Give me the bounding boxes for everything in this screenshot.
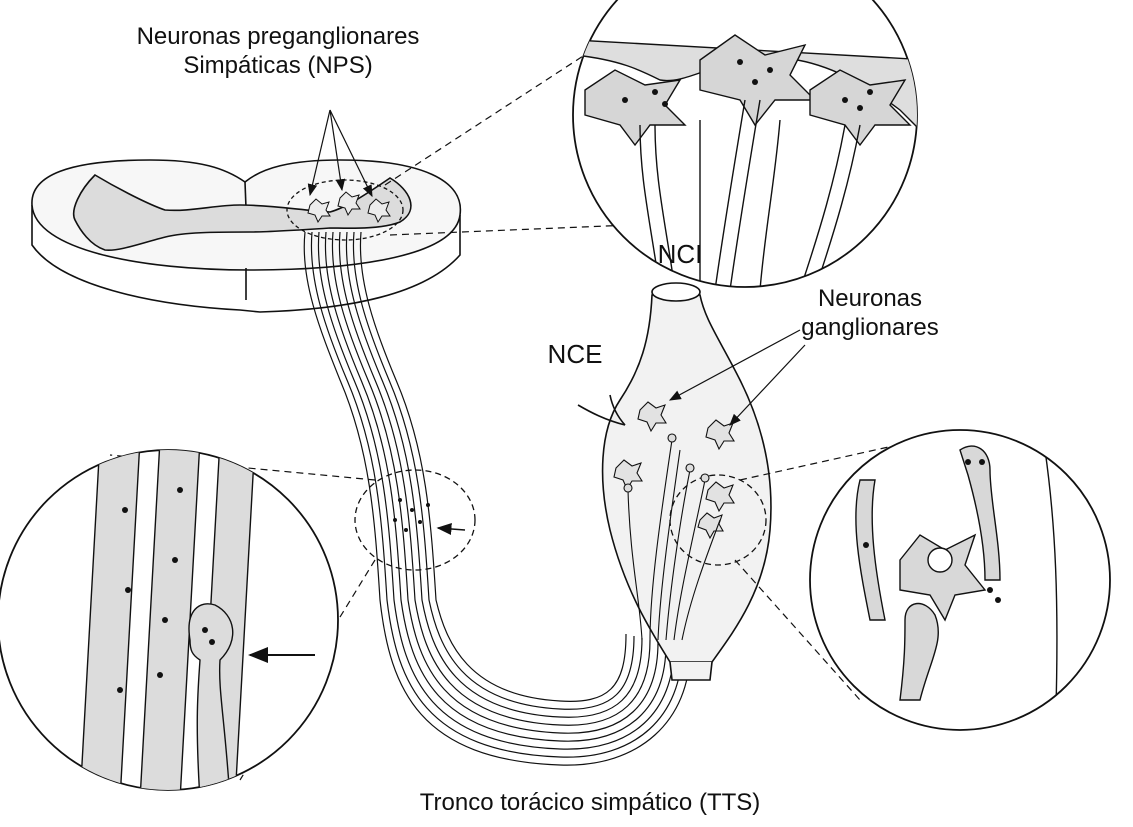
nps-label-line2: Simpáticas (NPS) [78,51,478,80]
ganglionic-neurons-label: Neuronas ganglionares [760,284,980,342]
ganglionic-label-line2: ganglionares [760,313,980,342]
callout-trunk-synapse [0,440,338,800]
spinal-cord-segment [32,160,460,312]
nce-label: NCE [530,340,620,369]
trunk-synapse-dots [393,498,430,532]
tts-label: Tronco torácico simpático (TTS) [360,788,820,817]
ganglionic-label-line1: Neuronas [760,284,980,313]
nps-label: Neuronas preganglionares Simpáticas (NPS… [78,22,478,80]
callout-ganglionic-neurons [810,430,1110,740]
trunk-synapse-highlight [355,470,475,570]
nci-label: NCI [640,240,720,269]
trunk-arrow [438,528,465,530]
nps-label-line1: Neuronas preganglionares [78,22,478,51]
callout-preganglionic-neurons [573,0,930,290]
